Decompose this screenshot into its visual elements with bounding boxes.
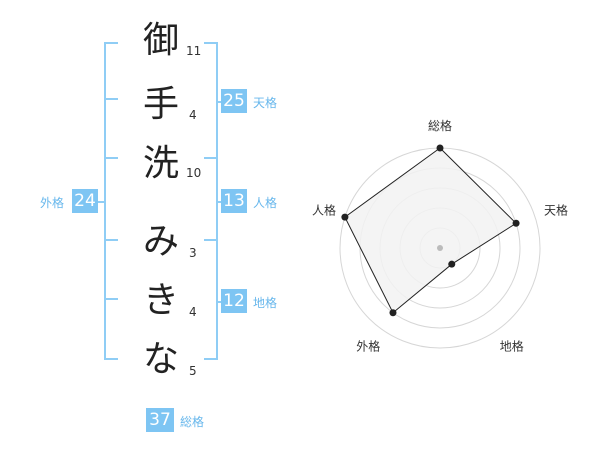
gaikaku-connector <box>98 201 104 203</box>
radar-center <box>437 245 443 251</box>
radar-axis-label-3: 地格 <box>500 339 524 354</box>
radar-axis-label-2: 天格 <box>544 202 568 217</box>
name-char-3: 洗 <box>142 143 179 184</box>
radar-axis-label-1: 総格 <box>428 118 452 133</box>
chikaku-label: 地格 <box>253 296 278 310</box>
tenkaku-label: 天格 <box>253 96 278 110</box>
radar-point-4 <box>389 309 397 317</box>
stroke-count-2: 4 <box>189 108 197 122</box>
radar-shape <box>344 147 517 314</box>
name-char-5: き <box>142 280 179 321</box>
name-char-4: み <box>142 221 179 262</box>
name-char-6: な <box>142 339 179 380</box>
radar-point-5 <box>341 213 349 221</box>
radar-point-2 <box>512 219 520 227</box>
stroke-count-6: 5 <box>189 364 197 378</box>
gaikaku-tick-4 <box>104 298 118 300</box>
name-char-1: 御 <box>142 20 179 61</box>
radar-point-3 <box>448 260 456 268</box>
gaikaku-tick-3 <box>104 239 118 241</box>
soukaku-value: 37 <box>146 408 174 432</box>
chikaku-bracket <box>204 239 218 360</box>
tenkaku-connector <box>216 101 222 103</box>
gaikaku-bracket <box>104 42 118 360</box>
chikaku-value: 12 <box>221 289 247 313</box>
soukaku-label: 総格 <box>180 415 205 429</box>
stroke-count-5: 4 <box>189 305 197 319</box>
name-char-2: 手 <box>142 84 179 125</box>
tenkaku-value: 25 <box>221 89 247 113</box>
gaikaku-label: 外格 <box>40 196 65 210</box>
stroke-count-1: 11 <box>186 44 202 58</box>
gaikaku-value: 24 <box>72 189 98 213</box>
stroke-count-4: 3 <box>189 246 197 260</box>
stroke-count-3: 10 <box>186 166 202 180</box>
radar-axis-label-5: 人格 <box>312 202 336 217</box>
gaikaku-tick-1 <box>104 98 118 100</box>
gaikaku-tick-2 <box>104 157 118 159</box>
chikaku-connector <box>216 301 222 303</box>
jinkaku-value: 13 <box>221 189 247 213</box>
radar-point-1 <box>436 144 444 152</box>
jinkaku-label: 人格 <box>253 196 278 210</box>
radar-axis-label-4: 外格 <box>356 339 380 354</box>
jinkaku-connector <box>216 201 222 203</box>
